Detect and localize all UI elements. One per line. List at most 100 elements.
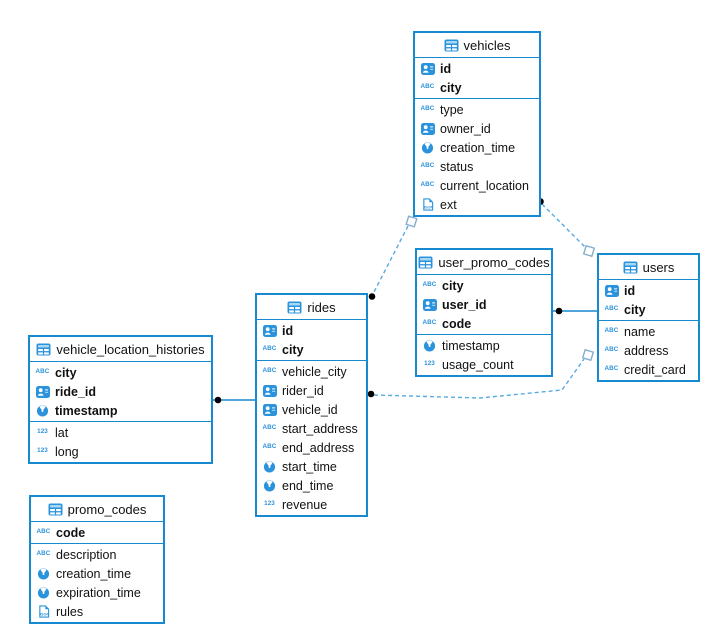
column-label: name [624, 324, 656, 339]
column-label: revenue [282, 497, 328, 512]
id-badge-icon [604, 284, 619, 298]
id-badge-icon [420, 122, 435, 136]
string-type-icon: ABC [36, 528, 51, 536]
column-label: status [440, 159, 474, 174]
column-row-id[interactable]: id [599, 281, 698, 300]
column-row-creation_time[interactable]: creation_time [415, 138, 539, 157]
column-row-ride_id[interactable]: ride_id [30, 382, 211, 401]
column-label: code [442, 316, 472, 331]
time-type-icon [420, 141, 435, 155]
column-label: owner_id [440, 121, 491, 136]
relation-diamond-marker [582, 244, 596, 258]
table-header[interactable]: user_promo_codes [417, 250, 551, 275]
column-row-credit_card[interactable]: ABC credit_card [599, 360, 698, 379]
column-row-name[interactable]: ABC name [599, 322, 698, 341]
column-label: usage_count [442, 357, 514, 372]
column-row-status[interactable]: ABC status [415, 157, 539, 176]
table-header[interactable]: rides [257, 295, 366, 320]
column-row-user_id[interactable]: user_id [417, 295, 551, 314]
column-label: timestamp [55, 403, 118, 418]
numeric-type-icon: 123 [37, 428, 48, 436]
relation-dot-marker [555, 307, 563, 315]
column-label: long [55, 444, 79, 459]
numeric-type-icon: 123 [264, 500, 275, 508]
column-row-expiration_time[interactable]: expiration_time [31, 583, 163, 602]
svg-text:JSON: JSON [38, 613, 49, 617]
string-type-icon: ABC [420, 162, 435, 170]
column-label: lat [55, 425, 69, 440]
string-type-icon: ABC [604, 365, 619, 373]
column-row-lat[interactable]: 123 lat [30, 423, 211, 442]
column-label: current_location [440, 178, 529, 193]
column-row-timestamp[interactable]: timestamp [417, 336, 551, 355]
column-row-timestamp[interactable]: timestamp [30, 401, 211, 420]
column-row-id[interactable]: id [415, 59, 539, 78]
table-title: promo_codes [67, 501, 147, 517]
table-title: users [642, 259, 675, 275]
string-type-icon: ABC [262, 345, 277, 353]
id-badge-icon [262, 324, 277, 338]
column-row-end_time[interactable]: end_time [257, 476, 366, 495]
column-row-rider_id[interactable]: rider_id [257, 381, 366, 400]
column-label: id [282, 323, 294, 338]
table-header[interactable]: vehicles [415, 33, 539, 58]
table-header[interactable]: vehicle_location_histories [30, 337, 211, 362]
column-label: description [56, 547, 117, 562]
column-label: city [55, 365, 77, 380]
column-label: ext [440, 197, 457, 212]
column-label: start_address [282, 421, 358, 436]
column-row-city[interactable]: ABC city [417, 276, 551, 295]
column-label: city [624, 302, 646, 317]
column-row-owner_id[interactable]: owner_id [415, 119, 539, 138]
column-label: credit_card [624, 362, 686, 377]
table-title: vehicles [463, 37, 511, 53]
column-label: city [442, 278, 464, 293]
time-type-icon [36, 567, 51, 581]
string-type-icon: ABC [604, 327, 619, 335]
column-row-revenue[interactable]: 123 revenue [257, 495, 366, 514]
time-type-icon [262, 460, 277, 474]
time-type-icon [35, 404, 50, 418]
table-header[interactable]: users [599, 255, 698, 280]
column-label: creation_time [56, 566, 132, 581]
column-row-vehicle_id[interactable]: vehicle_id [257, 400, 366, 419]
column-label: end_time [282, 478, 334, 493]
column-row-start_time[interactable]: start_time [257, 457, 366, 476]
column-row-ext[interactable]: JSON ext [415, 195, 539, 214]
string-type-icon: ABC [604, 346, 619, 354]
table-header[interactable]: promo_codes [31, 497, 163, 522]
relation-dot-marker [368, 293, 376, 300]
column-row-id[interactable]: id [257, 321, 366, 340]
time-type-icon [422, 339, 437, 353]
string-type-icon: ABC [422, 281, 437, 289]
column-row-creation_time[interactable]: creation_time [31, 564, 163, 583]
json-type-icon: JSON [420, 198, 435, 212]
